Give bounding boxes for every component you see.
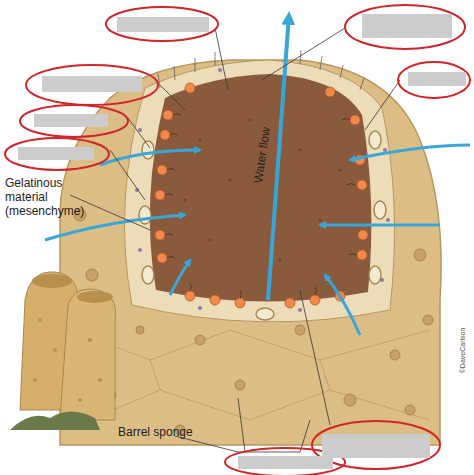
watermark: ©DaveCarlson xyxy=(458,306,467,396)
part-label: Gelatinous material (mesenchyme) xyxy=(5,176,90,218)
part-label: Barrel sponge xyxy=(118,425,228,439)
